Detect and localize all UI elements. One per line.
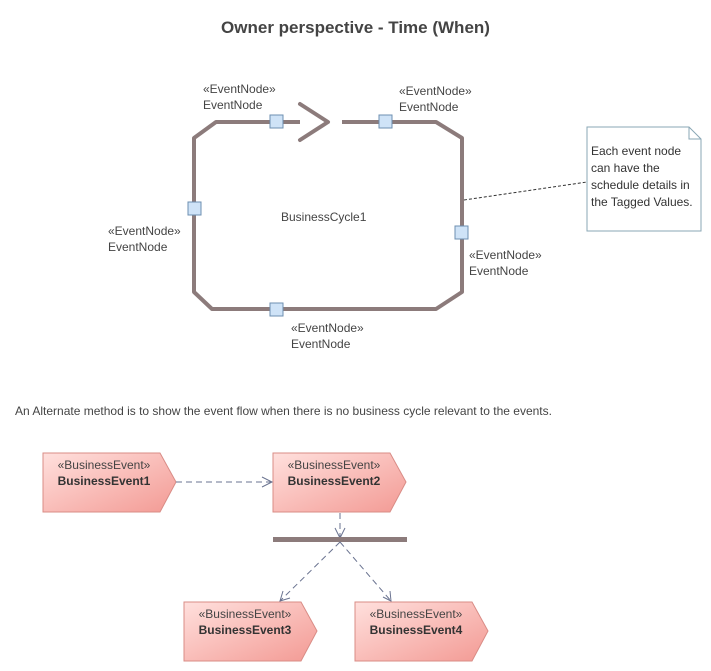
business-cycle[interactable] (192, 102, 464, 311)
event-node-stereotype: «EventNode» (108, 224, 181, 238)
note-shape[interactable] (586, 126, 702, 232)
business-event-2-shape[interactable] (272, 452, 407, 513)
event-node-port-top-left[interactable] (269, 114, 284, 129)
alternate-method-text: An Alternate method is to show the event… (15, 404, 552, 418)
event-node-label-bottom: «EventNode» EventNode (291, 320, 364, 352)
flow-event1-to-event2[interactable] (176, 476, 274, 488)
business-event-name: BusinessEvent2 (287, 474, 381, 488)
business-event-4-shape[interactable] (354, 601, 489, 662)
business-event-stereotype: «BusinessEvent» (198, 607, 292, 621)
note-connector (463, 181, 588, 201)
flow-arrowhead-icon (279, 590, 291, 602)
business-event-stereotype: «BusinessEvent» (57, 458, 151, 472)
event-node-name: EventNode (469, 264, 529, 278)
business-event-4-label: «BusinessEvent» BusinessEvent4 (355, 606, 477, 638)
note-fold-icon (688, 127, 701, 140)
note-text: Each event node can have the schedule de… (591, 144, 693, 209)
business-event-stereotype: «BusinessEvent» (287, 458, 381, 472)
event-node-port-top-right[interactable] (378, 114, 393, 129)
fork-bar[interactable] (273, 537, 407, 542)
event-node-stereotype: «EventNode» (291, 321, 364, 335)
event-node-stereotype: «EventNode» (399, 84, 472, 98)
flow-arrowhead-icon (382, 590, 392, 602)
event-node-port-left[interactable] (187, 201, 202, 216)
flow-arrowhead-icon (261, 476, 274, 488)
flow-fork-to-event4[interactable] (339, 541, 392, 602)
event-node-label-top-left: «EventNode» EventNode (203, 81, 276, 113)
event-node-name: EventNode (291, 337, 351, 351)
business-cycle-name: BusinessCycle1 (281, 210, 367, 224)
cycle-direction-arrow-icon (298, 102, 330, 142)
event-node-port-bottom[interactable] (269, 302, 284, 317)
business-event-3-label: «BusinessEvent» BusinessEvent3 (184, 606, 306, 638)
business-event-name: BusinessEvent4 (369, 623, 463, 637)
business-event-stereotype: «BusinessEvent» (369, 607, 463, 621)
flow-fork-to-event3[interactable] (279, 541, 341, 602)
business-cycle-outline (192, 120, 464, 311)
event-node-name: EventNode (203, 98, 263, 112)
flow-event2-to-fork[interactable] (334, 513, 346, 540)
event-node-port-right[interactable] (454, 225, 469, 240)
event-node-name: EventNode (108, 240, 168, 254)
business-event-1-shape[interactable] (42, 452, 177, 513)
business-event-3-shape[interactable] (183, 601, 318, 662)
diagram-title: Owner perspective - Time (When) (221, 18, 490, 37)
business-event-name: BusinessEvent3 (198, 623, 292, 637)
business-event-1-label: «BusinessEvent» BusinessEvent1 (43, 457, 165, 489)
business-event-name: BusinessEvent1 (57, 474, 151, 488)
event-node-name: EventNode (399, 100, 459, 114)
event-node-stereotype: «EventNode» (469, 248, 542, 262)
event-node-label-top-right: «EventNode» EventNode (399, 83, 472, 115)
event-node-label-left: «EventNode» EventNode (108, 223, 181, 255)
event-node-label-right: «EventNode» EventNode (469, 247, 542, 279)
business-event-2-label: «BusinessEvent» BusinessEvent2 (273, 457, 395, 489)
event-node-stereotype: «EventNode» (203, 82, 276, 96)
